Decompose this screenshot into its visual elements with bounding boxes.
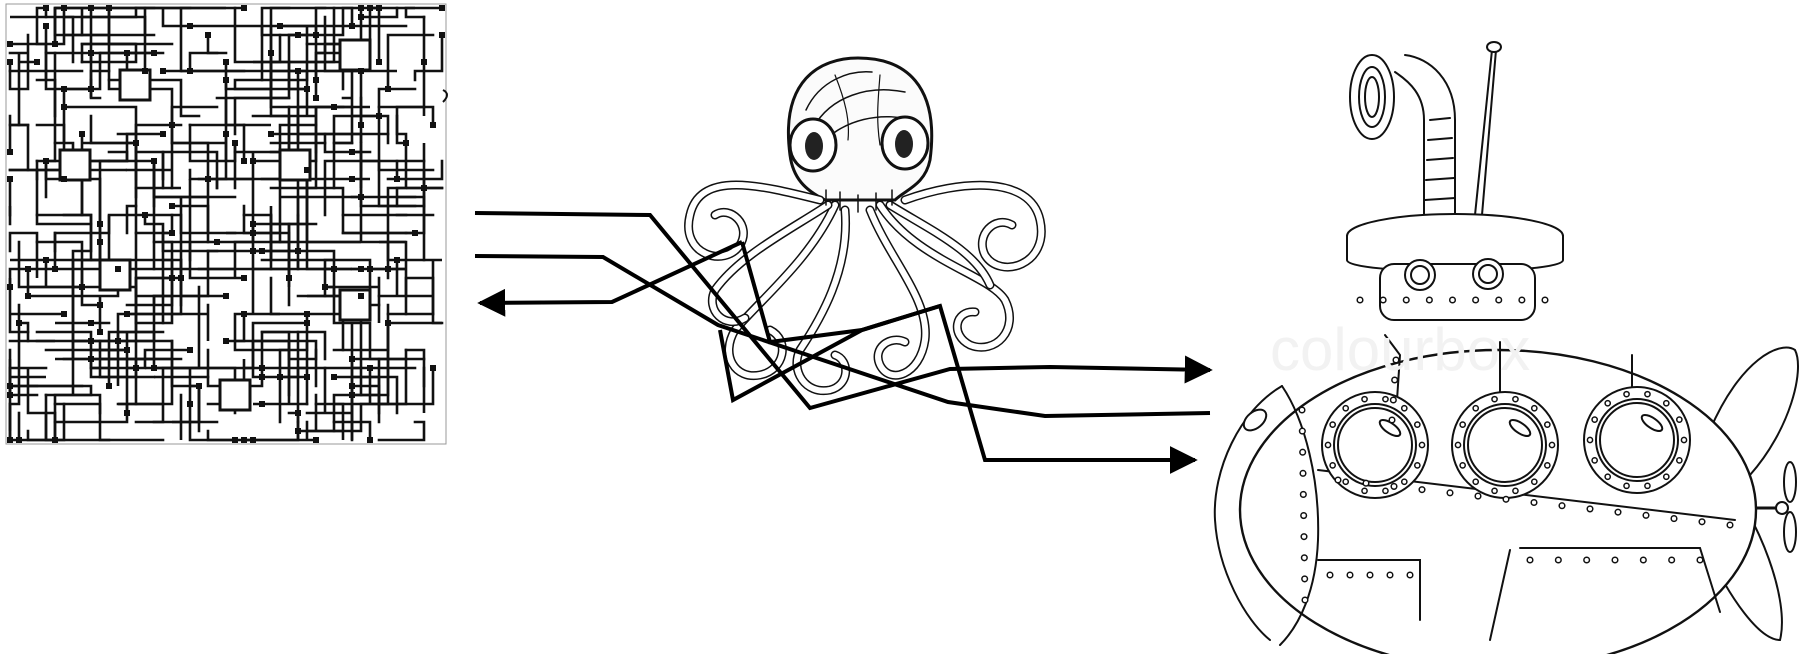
- connector-arrows: [474, 211, 1213, 474]
- connector-loop: [718, 304, 941, 404]
- octopus-icon: [684, 56, 1046, 396]
- arrow-octopus-to-circuit: [477, 240, 743, 317]
- watermark-text: colourbox: [1270, 316, 1530, 383]
- arrow-circuit-to-submarine-middle: [474, 254, 1211, 419]
- circuit-board-icon: [5, 3, 448, 445]
- arrow-circuit-to-submarine-upper: [474, 211, 1213, 411]
- submarine-icon: [1213, 41, 1799, 654]
